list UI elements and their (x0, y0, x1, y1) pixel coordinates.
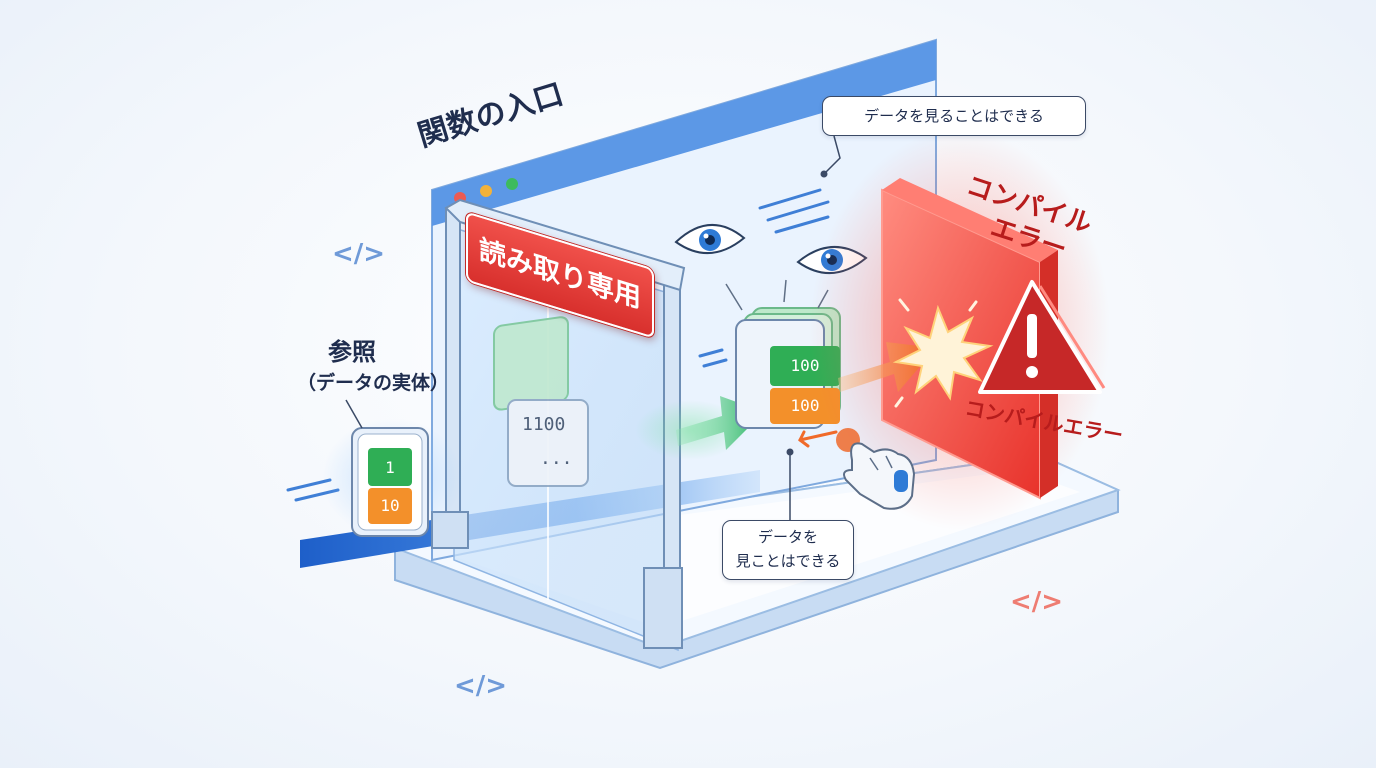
ghost-card-dots: ... (540, 448, 573, 469)
original-card-top-value: 1 (385, 458, 395, 477)
code-tag-icon: </> (454, 671, 507, 701)
original-card-bottom-value: 10 (380, 496, 400, 515)
code-tag-icon: </> (1010, 587, 1063, 617)
viewed-card-bottom-value: 100 (790, 396, 820, 415)
motion-lines-icon (698, 348, 728, 368)
ghost-card-value: 1100 (522, 414, 566, 435)
explosion-icon (892, 304, 994, 401)
original-card-top (368, 448, 412, 486)
callout-connector (823, 135, 841, 175)
callout-can-view-data: データを見ることはできる (822, 96, 1086, 136)
reference-label: 参照 (328, 338, 376, 366)
original-data-card (322, 418, 462, 538)
window-minimize-dot[interactable] (480, 185, 492, 197)
text-lines-icon (758, 188, 830, 234)
robot-hand-icon (798, 428, 916, 510)
ghost-data-card (493, 316, 589, 487)
window-maximize-dot[interactable] (506, 178, 518, 190)
warning-icon (978, 280, 1106, 394)
viewed-card-top-value: 100 (790, 356, 820, 375)
original-card-bottom (368, 488, 412, 524)
reference-sublabel: （データの実体） (297, 372, 450, 394)
reference-connector (345, 399, 363, 429)
callout-can-see-data: データを 見ことはできる (722, 520, 854, 580)
eye-icon (674, 224, 746, 255)
callout-line-1: データを (757, 528, 818, 546)
code-tag-icon: </> (332, 239, 385, 269)
callout-line-2: 見ことはできる (735, 552, 841, 570)
